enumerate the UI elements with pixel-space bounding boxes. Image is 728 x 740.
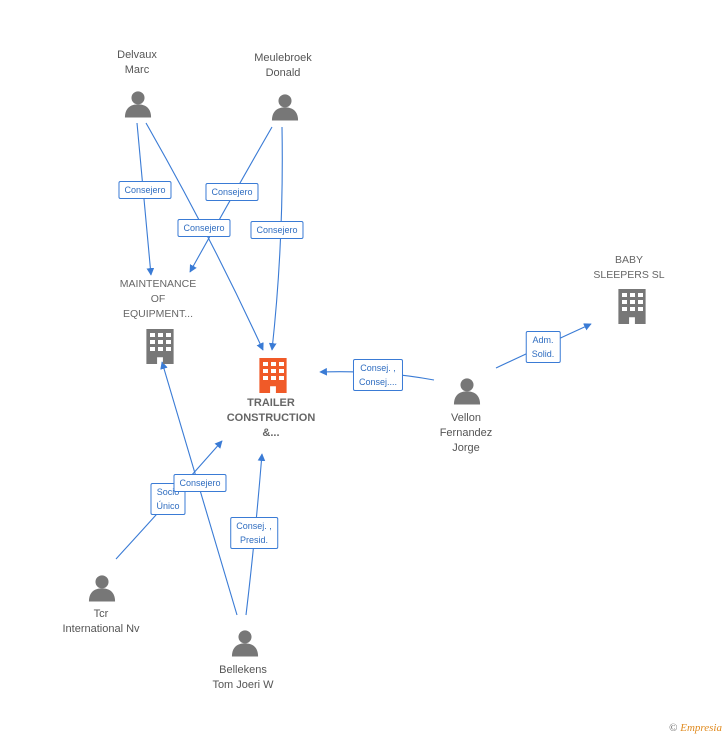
node-name-line: SLEEPERS SL [593,269,665,281]
edge-label-text: Único [156,501,180,511]
edge-label-text: Consej. , [236,521,272,531]
building-icon [146,329,174,364]
edge-label-text: Consej.... [358,377,398,387]
person-icon [231,630,259,657]
node-maintenance[interactable]: MAINTENANCE OF EQUIPMENT... [120,277,196,322]
building-icon [618,289,646,324]
node-name-line: Tom Joeri W [212,679,274,691]
node-name-line: Donald [265,67,301,79]
node-name-line: CONSTRUCTION [226,412,316,424]
node-name-line: TRAILER [247,397,295,409]
node-name-line: Tcr [93,608,109,620]
edge-label-text: Adm. [532,335,554,345]
node-name-line: Vellon [451,412,481,424]
node-name-line: MAINTENANCE [119,278,197,290]
node-name-line: Fernandez [439,427,493,439]
edge-label-vellon-baby[interactable]: Adm. Solid. [525,331,561,363]
edge-label-text: Consejero [124,185,166,195]
edge-label-text: Presid. [239,535,268,545]
node-name-line: BABY [614,254,644,266]
edge-label-vellon-trailer[interactable]: Consej. , Consej.... [352,359,404,391]
edge-meulebroek-trailer [268,126,283,351]
node-bellekens[interactable]: Bellekens Tom Joeri W [212,663,273,693]
node-name-line: Marc [124,64,150,76]
edge-label-text: Consejero [183,223,225,233]
edge-label-text: Consej. , [360,363,396,373]
node-name-line: EQUIPMENT... [122,308,193,320]
node-tcr[interactable]: Tcr International Nv [62,607,139,637]
icons [88,91,646,657]
footer-branding: © Empresia [669,722,722,734]
edge-label-meulebroek-trailer[interactable]: Consejero [250,221,304,239]
edge-label-delvaux-maintenance[interactable]: Consejero [118,181,172,199]
edge-label-bellekens-trailer[interactable]: Consej. , Presid. [230,517,278,549]
edge-label-text: Consejero [179,478,221,488]
person-icon [88,575,116,602]
node-name-line: Delvaux [117,49,157,61]
edge-label-text: Socio [156,487,180,497]
edge-label-text: Consejero [211,187,253,197]
node-name-line: &... [262,427,280,439]
node-vellon[interactable]: Vellon Fernandez Jorge [440,411,493,456]
node-name-line: Bellekens [219,664,267,676]
node-name-line: Jorge [452,442,480,454]
edge-label-delvaux-trailer[interactable]: Consejero [177,219,231,237]
person-icon [271,94,299,121]
node-trailer[interactable]: TRAILER CONSTRUCTION &... [227,396,316,441]
edge-label-bellekens-maintenance[interactable]: Consejero [173,474,227,492]
node-meulebroek[interactable]: Meulebroek Donald [254,51,311,81]
edge-label-text: Consejero [256,225,298,235]
node-name-line: OF [150,293,166,305]
edge-label-meulebroek-maintenance[interactable]: Consejero [205,183,259,201]
brand-logo[interactable]: Empresia [680,722,722,734]
copyright-icon: © [669,722,678,734]
node-name-line: Meulebroek [254,52,312,64]
node-name-line: International Nv [62,623,140,635]
building-icon [259,358,287,393]
person-icon [453,378,481,405]
person-icon [124,91,152,118]
edge-delvaux-maintenance [136,122,155,276]
node-delvaux[interactable]: Delvaux Marc [117,48,157,78]
node-baby-sleepers[interactable]: BABY SLEEPERS SL [593,253,664,283]
edge-label-text: Solid. [531,349,555,359]
